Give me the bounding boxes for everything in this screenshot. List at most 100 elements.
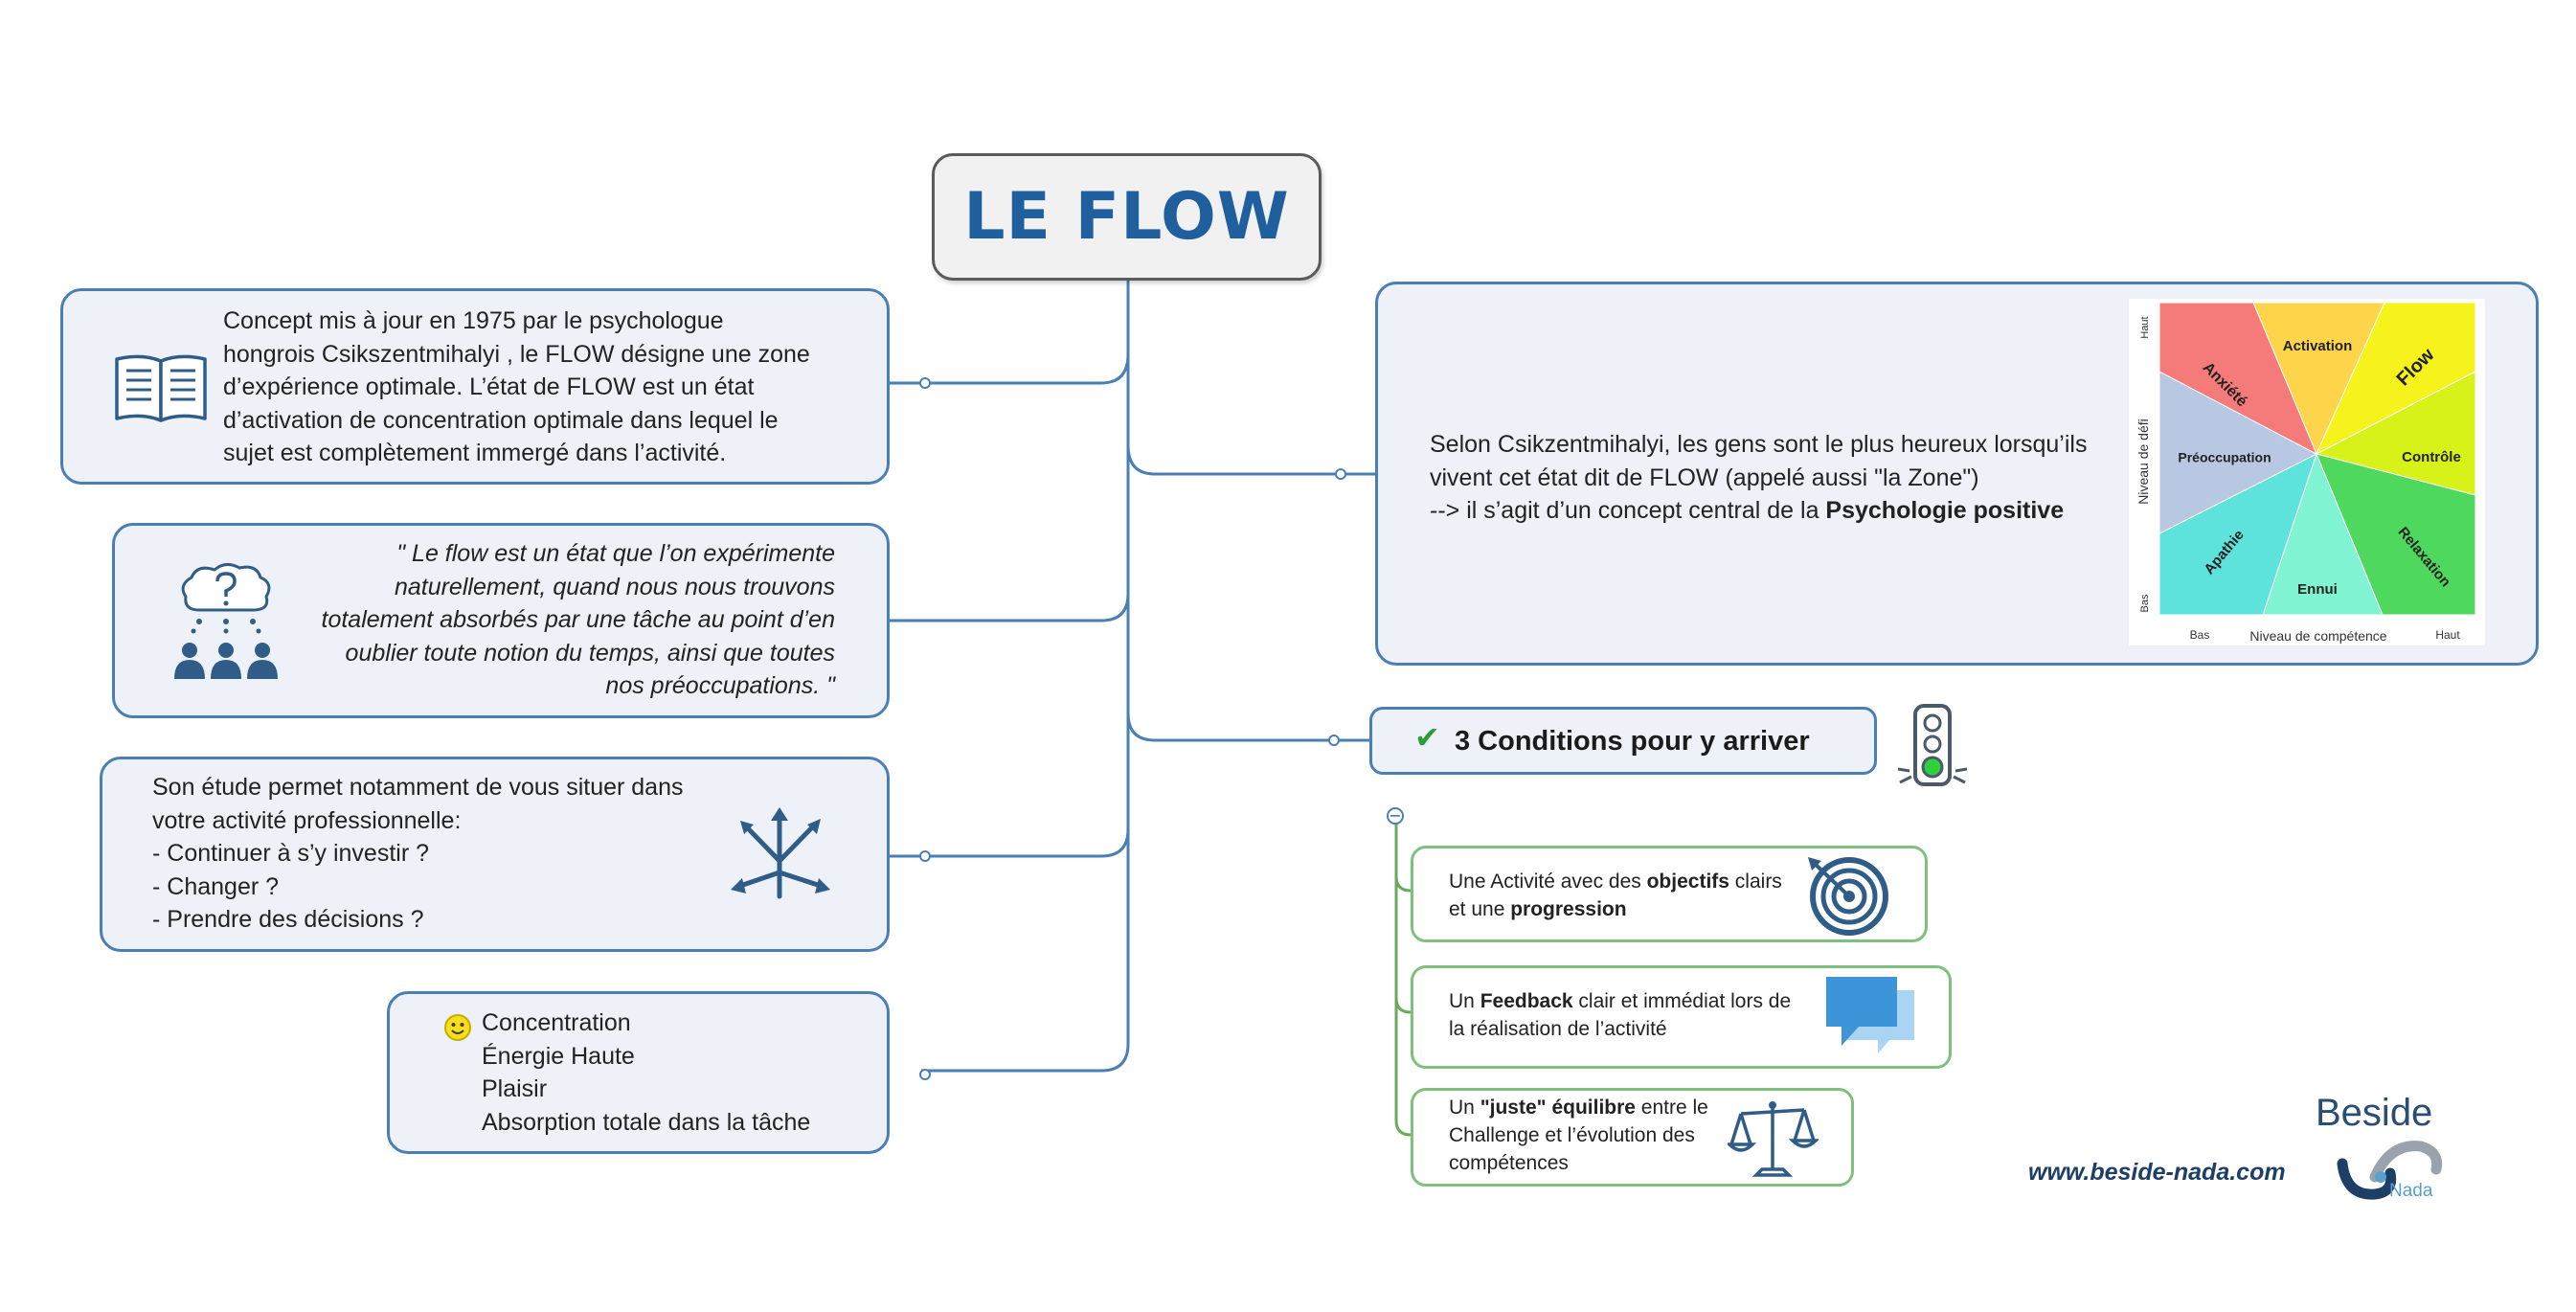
text-bold: Feedback [1480,990,1573,1012]
text-span: Un [1449,990,1480,1012]
connector-dot [1335,468,1346,480]
connector-dot [919,850,931,862]
brand-logo-icon [2337,1141,2443,1200]
condition-text: Un Feedback clair et immédiat lors de la… [1449,987,1791,1043]
text-span: clair et immédiat lors de [1572,990,1792,1012]
conditions-node[interactable]: ✔ 3 Conditions pour y arriver [1369,707,1877,775]
brand-name: Beside [2316,1092,2433,1134]
thinking-group-icon [174,563,278,679]
text-line: votre activité professionnelle: [152,806,462,834]
text-line: et une progression [1449,895,1782,923]
brand-subname: Nada [2389,1181,2433,1201]
collapse-button[interactable]: − [1387,807,1404,825]
text-line: - Continuer à s’y investir ? [152,840,430,867]
sector-8 [2158,302,2317,456]
text-span: --> il s’agit d’un concept central de la [1430,497,1826,524]
text-line: totalement absorbés par une tâche au poi… [321,606,836,633]
central-title: LE FLOW [963,179,1290,255]
y-axis-label: Niveau de défi [2135,418,2151,505]
x-low-label: Bas [2190,628,2210,642]
text-line: Challenge et l’évolution des [1449,1124,1695,1146]
text-line: --> il s’agit d’un concept central de la… [1430,494,2087,528]
text-line: vivent cet état dit de FLOW (appelé auss… [1430,464,1979,491]
x-high-label: Haut [2435,628,2460,642]
states-node[interactable]: Concentration Énergie Haute Plaisir Abso… [387,991,890,1154]
text-span: Un [1449,1097,1480,1119]
condition-text: Une Activité avec des objectifs clairs e… [1449,868,1782,923]
text-line: Concept mis à jour en 1975 par le psycho… [223,307,724,334]
arrows-directions-icon [731,807,830,899]
text-bold: objectifs [1646,871,1729,893]
target-icon [1808,857,1888,936]
text-span: et une [1449,898,1511,920]
speech-bubbles-icon [1826,977,1914,1053]
psychology-text: Selon Csikzentmihalyi, les gens sont le … [1430,428,2087,528]
sector-label: Ennui [2297,581,2338,598]
connector-dot [919,377,931,389]
text-span: entre le [1635,1097,1708,1119]
checkmark-icon: ✔ [1414,719,1440,756]
website-link[interactable]: www.beside-nada.com [2028,1159,2286,1186]
traffic-light-icon[interactable] [1894,702,1971,794]
connector-study [887,828,1130,858]
text-line: oublier toute notion du temps, ainsi que… [345,639,835,667]
condition-objectives[interactable]: Une Activité avec des objectifs clairs e… [1411,846,1928,942]
open-book-icon [115,354,207,422]
connector-definition [887,353,1130,385]
text-line: nos préoccupations. " [605,672,835,699]
trunk-line [921,281,1130,1073]
text-line: Un "juste" équilibre entre le [1449,1094,1708,1121]
text-line: hongrois Csikszentmihalyi , le FLOW dési… [223,340,810,368]
text-line: - Prendre des décisions ? [152,906,424,933]
condition-feedback[interactable]: Un Feedback clair et immédiat lors de la… [1411,965,1952,1069]
text-line: d’activation de concentration optimale d… [223,406,779,434]
condition-text: Un "juste" équilibre entre le Challenge … [1449,1094,1708,1177]
connector-dot [1328,735,1340,746]
definition-text: Concept mis à jour en 1975 par le psycho… [223,305,810,470]
condition-balance[interactable]: Un "juste" équilibre entre le Challenge … [1411,1088,1854,1187]
sector-label: Activation [2283,338,2353,354]
x-axis-label: Niveau de compétence [2249,628,2386,644]
text-line: Un Feedback clair et immédiat lors de [1449,987,1791,1015]
balance-scale-icon [1728,1101,1819,1177]
collapse-symbol: − [1389,806,1402,825]
text-bold: progression [1510,898,1627,920]
y-high-label: Haut [2139,316,2151,338]
text-span: Une Activité avec des [1449,871,1647,893]
definition-node[interactable]: Concept mis à jour en 1975 par le psycho… [60,288,890,485]
central-topic[interactable]: LE FLOW [932,153,1322,281]
text-line: d’expérience optimale. L’état de FLOW es… [223,373,755,400]
text-span: clairs [1729,871,1782,893]
connector-psychology [1126,444,1375,476]
text-line: compétences [1449,1152,1569,1174]
connector-dot [919,1069,931,1080]
study-text: Son étude permet notamment de vous situe… [152,771,684,937]
quote-node[interactable]: " Le flow est un état que l’on expérimen… [112,523,890,718]
conditions-title: 3 Conditions pour y arriver [1455,726,1810,757]
sector-label: Préoccupation [2178,450,2271,465]
y-low-label: Bas [2139,594,2151,612]
list-item: Plaisir [482,1075,548,1102]
study-node[interactable]: Son étude permet notamment de vous situe… [100,757,890,952]
smiley-icon [444,1014,471,1041]
text-line: sujet est complètement immergé dans l’ac… [223,440,727,466]
list-item: Absorption totale dans la tâche [482,1108,811,1136]
text-line: Son étude permet notamment de vous situe… [152,774,684,801]
quote-text: " Le flow est un état que l’on expérimen… [322,537,836,703]
text-line: - Changer ? [152,872,280,900]
text-line: la réalisation de l’activité [1449,1018,1667,1040]
states-list: Concentration Énergie Haute Plaisir Abso… [482,1007,810,1139]
list-item: Énergie Haute [482,1042,635,1070]
sector-label: Contrôle [2402,449,2461,465]
text-line: naturellement, quand nous nous trouvons [394,573,835,600]
text-line: Une Activité avec des objectifs clairs [1449,868,1782,895]
list-item: Concentration [482,1009,631,1036]
text-bold: Psychologie positive [1825,497,2065,524]
connector-conditions [1126,713,1369,742]
connector-condition-1 [1394,875,1412,893]
text-line: " Le flow est un état que l’on expérimen… [396,540,835,567]
connector-quote [887,593,1130,622]
